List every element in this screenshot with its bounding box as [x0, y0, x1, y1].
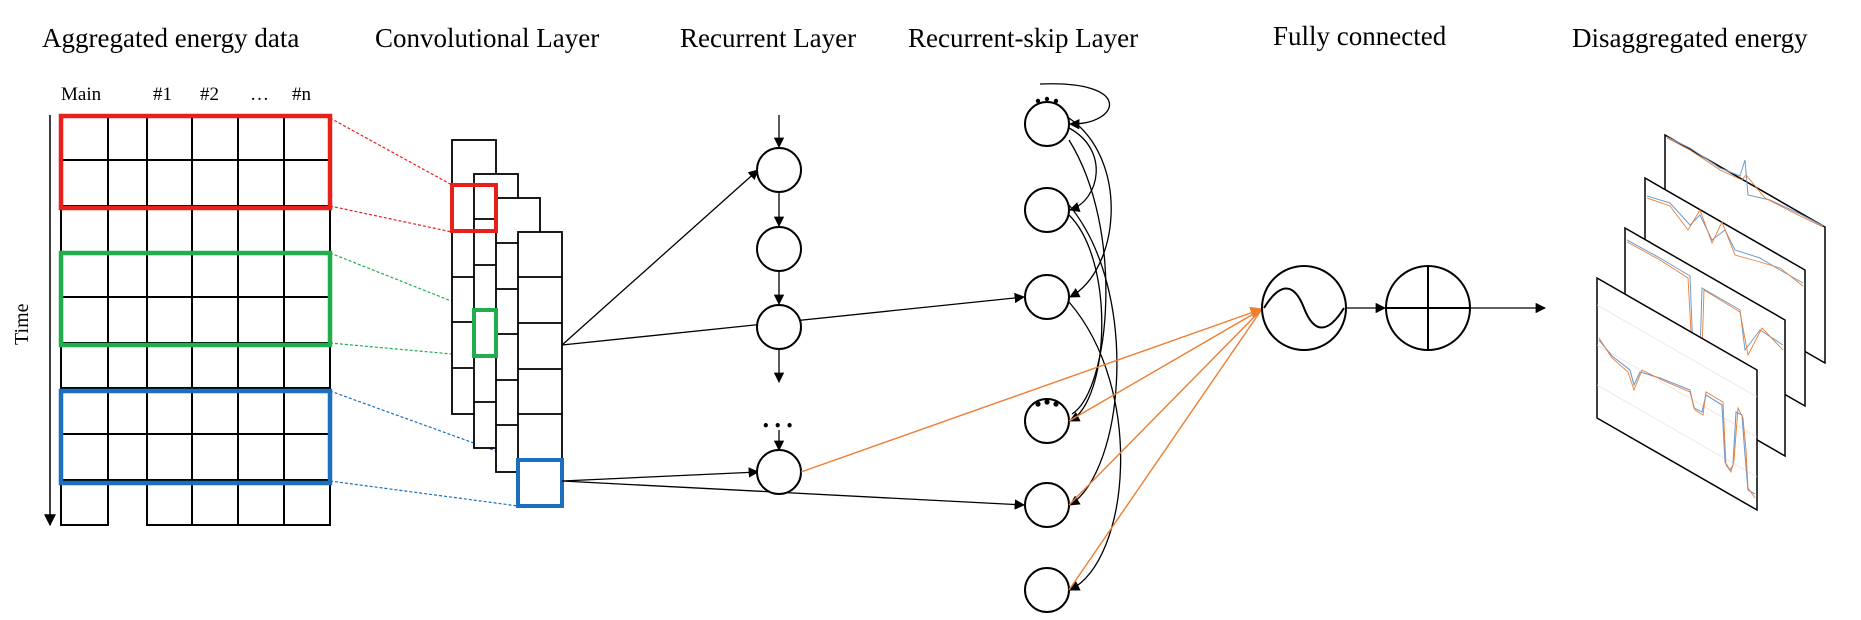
skip-node-5: [1024, 482, 1070, 528]
title-conv: Convolutional Layer: [375, 23, 599, 53]
feature-map-4: [517, 231, 563, 507]
recurrent-node-3: [756, 304, 802, 350]
output-plots: [1596, 133, 1826, 512]
time-label: Time: [11, 303, 33, 345]
skip-node-1: [1024, 101, 1070, 147]
fully-connected: [1261, 265, 1547, 351]
window-red: [58, 113, 333, 211]
fc-input-edges: [800, 306, 1264, 591]
column-label-ellipsis: …: [250, 84, 269, 105]
conv-cell-red: [450, 183, 498, 233]
title-skip: Recurrent-skip Layer: [908, 23, 1138, 53]
title-output: Disaggregated energy: [1572, 23, 1808, 53]
recurrent-node-1: [756, 147, 802, 193]
recurrent-ellipsis: • • •: [762, 419, 793, 433]
title-fc: Fully connected: [1273, 21, 1447, 51]
conv-feature-maps: [451, 139, 563, 507]
recurrent-node-2: [756, 226, 802, 272]
output-plot-1: [1596, 276, 1758, 512]
recurrent-node-4: [756, 449, 802, 495]
skip-layer: [1024, 83, 1122, 613]
column-labels: Main #1 #2 … #n: [61, 84, 312, 105]
input-grid: [60, 114, 331, 526]
title-recurrent: Recurrent Layer: [680, 23, 856, 53]
column-label-2: #2: [200, 84, 219, 105]
conv-cell-green: [472, 308, 498, 358]
column-label-main: Main: [61, 84, 102, 105]
recurrent-layer: • • •: [756, 115, 802, 495]
column-label-n: #n: [292, 84, 312, 105]
sine-icon: [1263, 287, 1345, 329]
skip-node-2: [1024, 187, 1070, 233]
skip-node-4: [1024, 398, 1070, 444]
conv-cell-blue: [516, 458, 564, 508]
window-blue: [58, 388, 333, 486]
skip-node-3: [1024, 274, 1070, 320]
column-label-1: #1: [153, 84, 172, 105]
window-green: [58, 250, 333, 348]
skip-node-6: [1024, 567, 1070, 613]
title-input: Aggregated energy data: [42, 23, 299, 53]
